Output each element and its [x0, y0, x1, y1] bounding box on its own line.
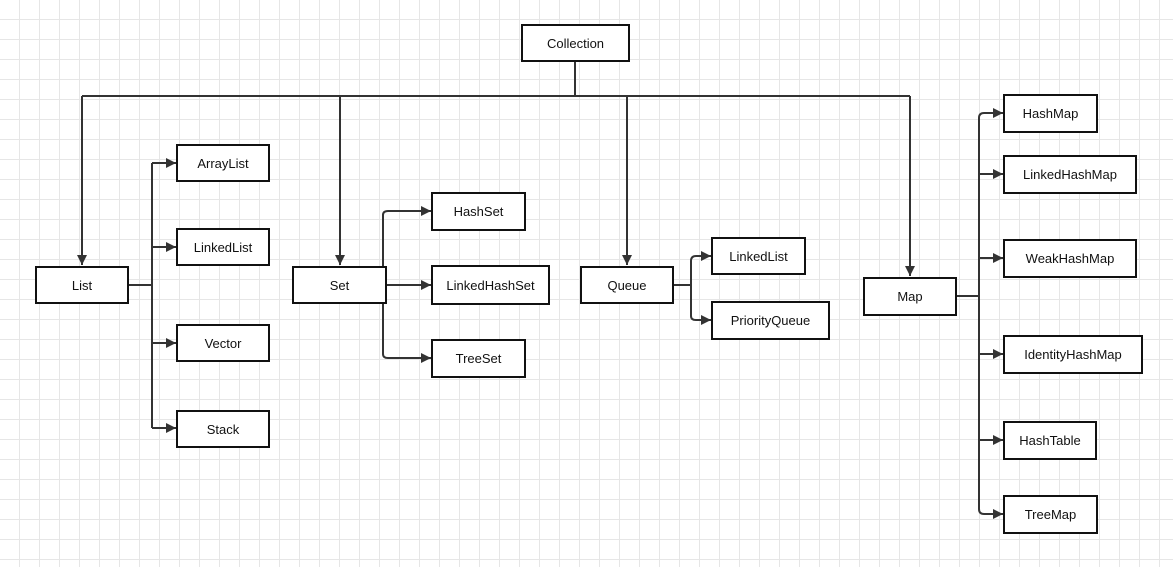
node-collection[interactable]: Collection — [521, 24, 630, 62]
edge-queue-spine — [673, 255, 697, 321]
node-linkedlist-list[interactable]: LinkedList — [176, 228, 270, 266]
node-treeset[interactable]: TreeSet — [431, 339, 526, 378]
node-list[interactable]: List — [35, 266, 129, 304]
node-vector[interactable]: Vector — [176, 324, 270, 362]
node-linkedhashset[interactable]: LinkedHashSet — [431, 265, 550, 305]
node-priorityqueue[interactable]: PriorityQueue — [711, 301, 830, 340]
node-hashtable[interactable]: HashTable — [1003, 421, 1097, 460]
node-queue[interactable]: Queue — [580, 266, 674, 304]
node-treemap[interactable]: TreeMap — [1003, 495, 1098, 534]
node-map[interactable]: Map — [863, 277, 957, 316]
node-set[interactable]: Set — [292, 266, 387, 304]
node-arraylist[interactable]: ArrayList — [176, 144, 270, 182]
edge-map-spine — [956, 112, 985, 515]
node-hashset[interactable]: HashSet — [431, 192, 526, 231]
edge-list-spine — [128, 163, 153, 428]
node-linkedhashmap[interactable]: LinkedHashMap — [1003, 155, 1137, 194]
node-stack[interactable]: Stack — [176, 410, 270, 448]
node-hashmap[interactable]: HashMap — [1003, 94, 1098, 133]
node-linkedlist-queue[interactable]: LinkedList — [711, 237, 806, 275]
node-identityhashmap[interactable]: IdentityHashMap — [1003, 335, 1143, 374]
node-weakhashmap[interactable]: WeakHashMap — [1003, 239, 1137, 278]
